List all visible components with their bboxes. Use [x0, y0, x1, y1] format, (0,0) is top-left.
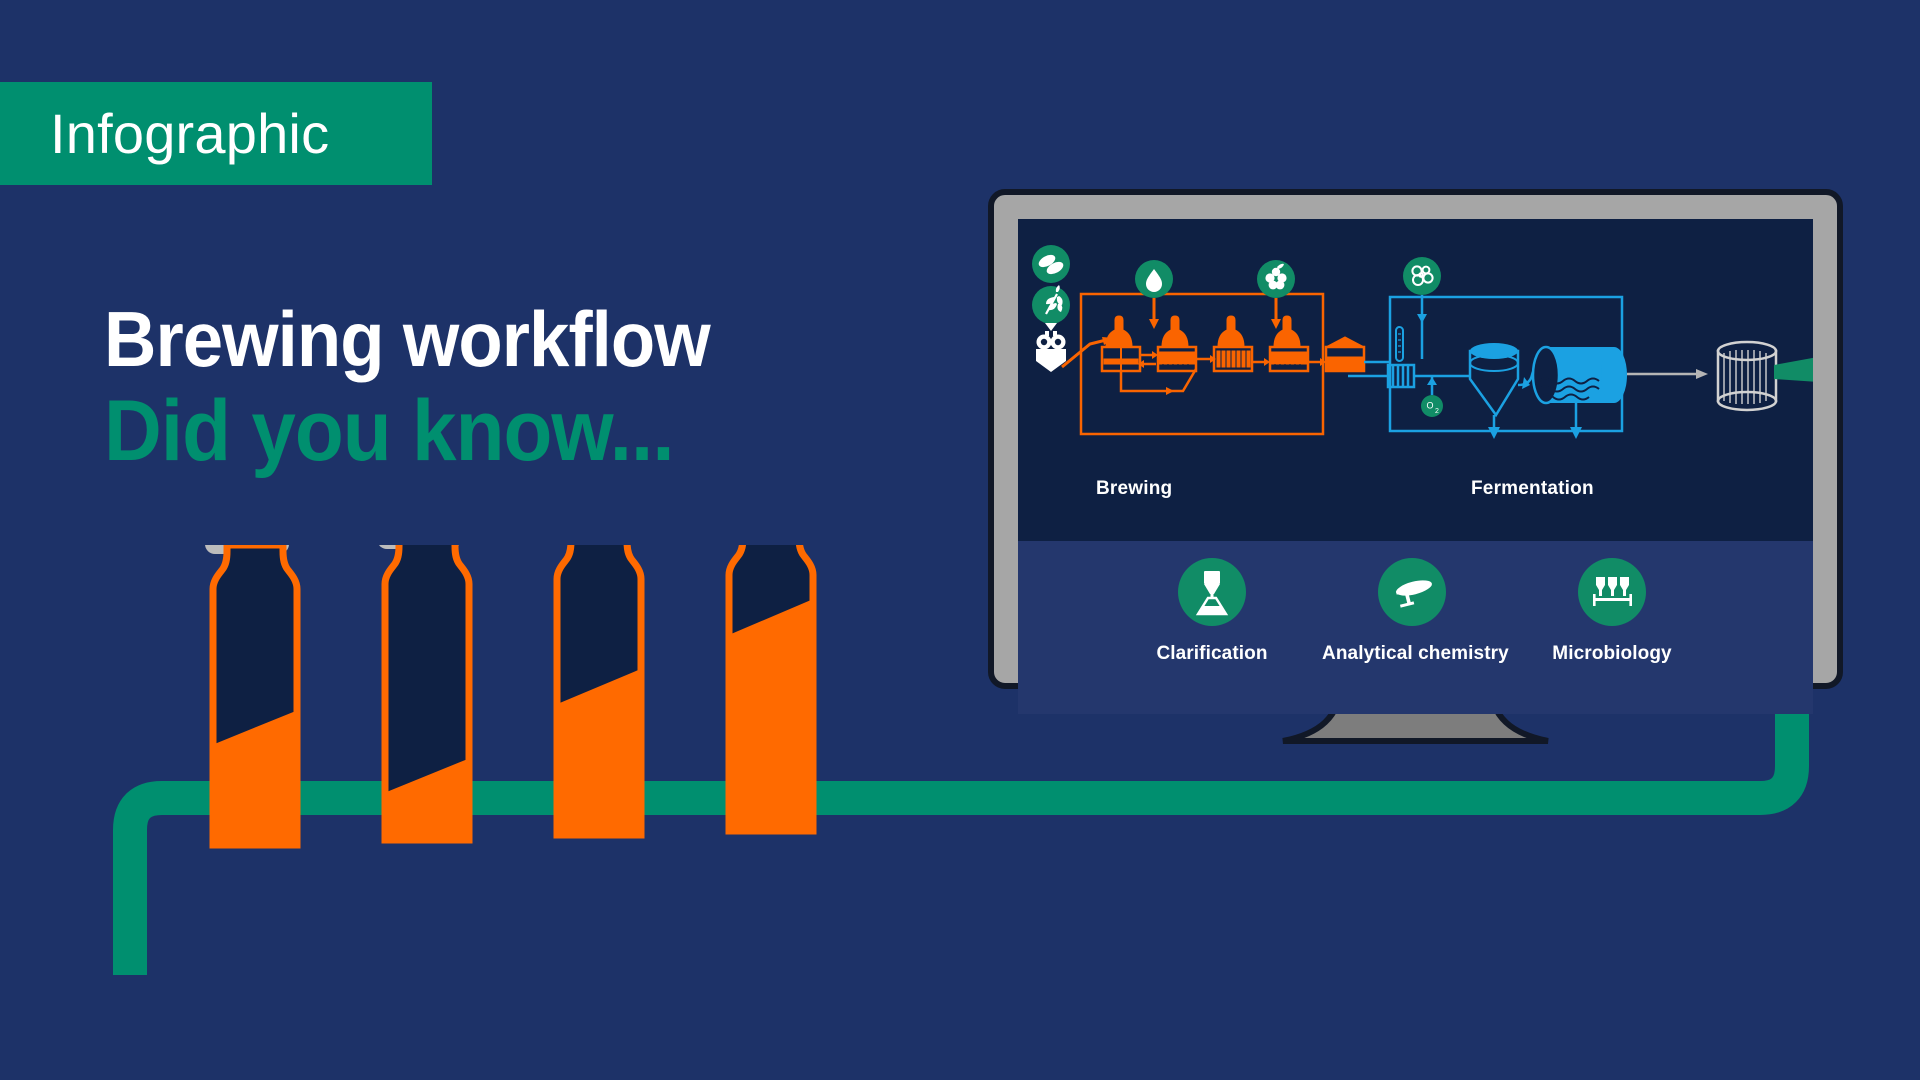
- infographic-badge: Infographic: [0, 82, 432, 185]
- page-subtitle: Did you know...: [104, 383, 675, 479]
- feed-arrow-icon: [1045, 323, 1057, 331]
- filtration-tank: [1716, 340, 1778, 412]
- wort-cooler: [1324, 336, 1366, 373]
- lauter-tun: [1156, 315, 1198, 373]
- wort-boiler: [1212, 315, 1254, 373]
- brewing-stage-label: Brewing: [1096, 478, 1173, 499]
- svg-text:O: O: [1426, 400, 1433, 410]
- beer-bottle: [691, 545, 851, 971]
- fermentation-stage-label: Fermentation: [1471, 478, 1594, 499]
- beer-bottle: [519, 545, 679, 975]
- beer-bottle: [379, 545, 507, 980]
- oxygen-icon: O 2: [1421, 395, 1443, 417]
- water-drop-icon: [1135, 260, 1173, 298]
- fermentation-tank: [1468, 343, 1520, 439]
- beer-bottles-group: [205, 545, 895, 1065]
- headline-block: Brewing workflow Did you know...: [104, 300, 1024, 474]
- service-microbiology[interactable]: Microbiology: [1522, 558, 1702, 665]
- beer-bottle: [205, 545, 335, 945]
- mash-tun: [1100, 315, 1142, 373]
- brewing-process-diagram: O 2: [1032, 245, 1813, 439]
- service-clarification[interactable]: Clarification: [1122, 558, 1302, 665]
- heat-exchanger: [1386, 363, 1416, 389]
- svg-text:2: 2: [1435, 408, 1439, 415]
- yeast-cells-icon: [1403, 257, 1441, 295]
- service-label: Analytical chemistry: [1322, 643, 1509, 664]
- page-title: Brewing workflow: [104, 295, 711, 383]
- mill-icon: [1036, 331, 1066, 372]
- service-analytical-chemistry[interactable]: Analytical chemistry: [1322, 558, 1509, 665]
- pipette-rack-icon: [1578, 558, 1646, 626]
- service-label: Microbiology: [1552, 643, 1672, 664]
- infographic-badge-label: Infographic: [50, 101, 330, 165]
- malt-pellets-icon: [1032, 245, 1070, 283]
- analytical-instrument-icon: [1378, 558, 1446, 626]
- fermentation-stage-group: O 2: [1348, 257, 1813, 439]
- green-outflow-wedge: [1774, 357, 1813, 382]
- hops-cone-icon: [1257, 260, 1295, 298]
- barley-ear-icon: [1032, 285, 1070, 324]
- brewing-stage-group: [1032, 245, 1366, 436]
- whirlpool: [1268, 315, 1310, 373]
- service-label: Clarification: [1156, 643, 1268, 664]
- filter-funnel-flask-icon: [1178, 558, 1246, 626]
- thermometer-icon: [1395, 326, 1404, 362]
- maturation-tank: [1531, 345, 1627, 439]
